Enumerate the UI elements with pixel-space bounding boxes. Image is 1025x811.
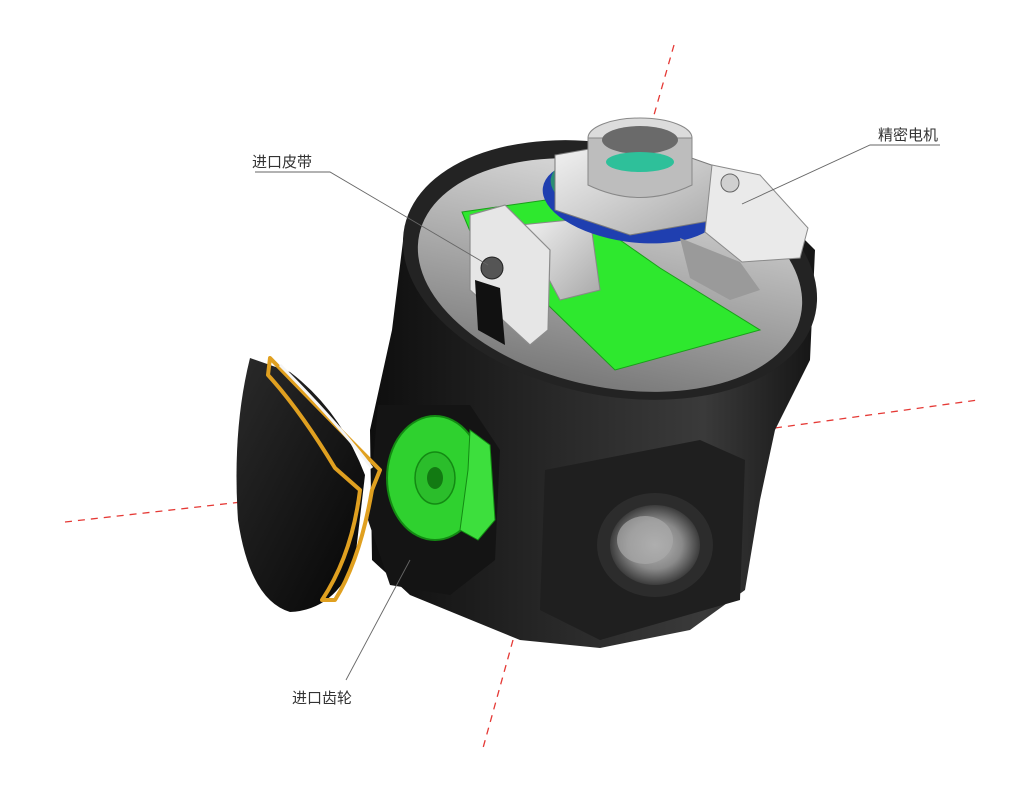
leader-belt bbox=[255, 171, 489, 266]
motor-housing-under bbox=[680, 238, 760, 300]
cover-gasket-inner bbox=[278, 363, 374, 469]
internal-components bbox=[461, 117, 809, 371]
callout-motor: 精密电机 bbox=[878, 126, 939, 144]
belt-strip bbox=[475, 280, 505, 345]
motor-gear bbox=[720, 173, 740, 193]
lens-highlight bbox=[617, 516, 673, 564]
horizontal-axis-right bbox=[774, 399, 979, 429]
bearing-bore-green bbox=[606, 152, 674, 172]
belt-bracket bbox=[469, 204, 551, 346]
side-gear-bore bbox=[427, 467, 443, 489]
side-cover bbox=[236, 356, 382, 612]
cover-shell bbox=[236, 358, 365, 612]
bracket-pulley bbox=[480, 256, 504, 280]
leader-lines bbox=[255, 144, 940, 681]
bearing-bore bbox=[602, 126, 678, 154]
leader-motor bbox=[741, 144, 940, 205]
leader-gear bbox=[345, 559, 411, 681]
callout-gear: 进口齿轮 bbox=[292, 689, 353, 707]
side-gear-teeth bbox=[459, 429, 496, 541]
callout-belt: 进口皮带 bbox=[252, 153, 313, 171]
vertical-axis-bottom bbox=[482, 639, 514, 749]
side-gear-assembly bbox=[386, 415, 496, 541]
